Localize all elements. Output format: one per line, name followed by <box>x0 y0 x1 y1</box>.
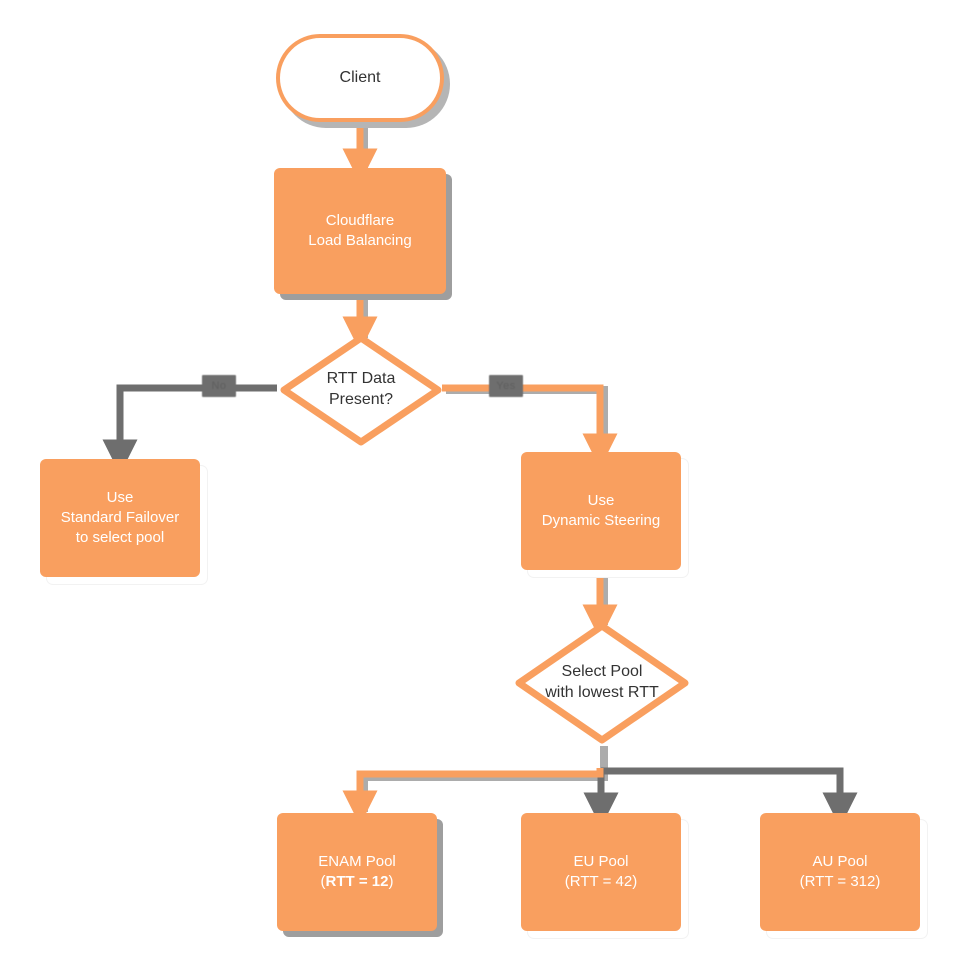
ds-line-2: Dynamic Steering <box>541 512 661 529</box>
node-eu-pool-label: EU Pool (RTT = 42) <box>565 852 637 892</box>
eu-name: EU Pool <box>573 853 629 871</box>
select-pool-shape <box>515 622 689 744</box>
node-client-label: Client <box>339 69 381 87</box>
node-dynamic-steering[interactable]: Use Dynamic Steering <box>521 452 681 570</box>
enam-metric-line: (RTT = 12) <box>318 872 396 892</box>
au-name: AU Pool <box>812 853 868 871</box>
enam-name: ENAM Pool <box>318 853 396 871</box>
node-client[interactable]: Client <box>276 34 444 122</box>
edge-label-no: No <box>202 375 236 397</box>
eu-prefix: ( <box>564 873 570 890</box>
enam-prefix: ( <box>320 873 326 890</box>
node-rtt-decision[interactable]: RTT Data Present? <box>278 332 444 448</box>
au-suffix: ) <box>875 873 881 890</box>
sf-line-2: Standard Failover <box>60 509 180 527</box>
rtt-line-1: RTT Data <box>326 370 396 388</box>
lb-line-1: Cloudflare <box>325 212 395 230</box>
node-enam-pool-label: ENAM Pool (RTT = 12) <box>318 852 396 892</box>
enam-metric: RTT = 12 <box>325 873 389 890</box>
eu-suffix: ) <box>632 873 638 890</box>
node-select-pool-label: Select Pool with lowest RTT <box>513 620 691 746</box>
au-prefix: ( <box>799 873 805 890</box>
ds-line-1: Use <box>587 492 615 510</box>
node-cloudflare-load-balancing[interactable]: Cloudflare Load Balancing <box>274 168 446 294</box>
node-standard-failover[interactable]: Use Standard Failover to select pool <box>40 459 200 577</box>
lb-line-2: Load Balancing <box>308 232 412 249</box>
node-select-pool[interactable]: Select Pool with lowest RTT <box>513 620 691 746</box>
edge-pool-enam <box>342 768 604 826</box>
eu-metric-line: (RTT = 42) <box>565 872 637 892</box>
sf-line-3: to select pool <box>75 528 165 546</box>
edge-rtt-no <box>102 384 277 475</box>
node-au-pool-label: AU Pool (RTT = 312) <box>800 852 881 892</box>
edge-pool-au <box>601 767 858 828</box>
rtt-line-2: Present? <box>328 391 394 408</box>
node-cloudflare-load-balancing-label: Cloudflare Load Balancing <box>308 211 411 251</box>
node-standard-failover-label: Use Standard Failover to select pool <box>61 488 179 547</box>
node-rtt-decision-label: RTT Data Present? <box>278 332 444 448</box>
edge-rtt-yes <box>442 384 618 469</box>
node-eu-pool[interactable]: EU Pool (RTT = 42) <box>521 813 681 931</box>
sp-line-1: Select Pool <box>561 663 643 681</box>
au-metric: RTT = 312 <box>804 873 876 890</box>
node-au-pool[interactable]: AU Pool (RTT = 312) <box>760 813 920 931</box>
eu-metric: RTT = 42 <box>569 873 633 890</box>
enam-suffix: ) <box>388 873 394 890</box>
sf-line-1: Use <box>106 489 134 507</box>
sp-line-2: with lowest RTT <box>545 684 659 701</box>
rtt-decision-shape <box>280 334 442 446</box>
node-dynamic-steering-label: Use Dynamic Steering <box>542 491 660 531</box>
edge-label-yes: Yes <box>489 375 523 397</box>
node-enam-pool[interactable]: ENAM Pool (RTT = 12) <box>277 813 437 931</box>
au-metric-line: (RTT = 312) <box>800 872 881 892</box>
